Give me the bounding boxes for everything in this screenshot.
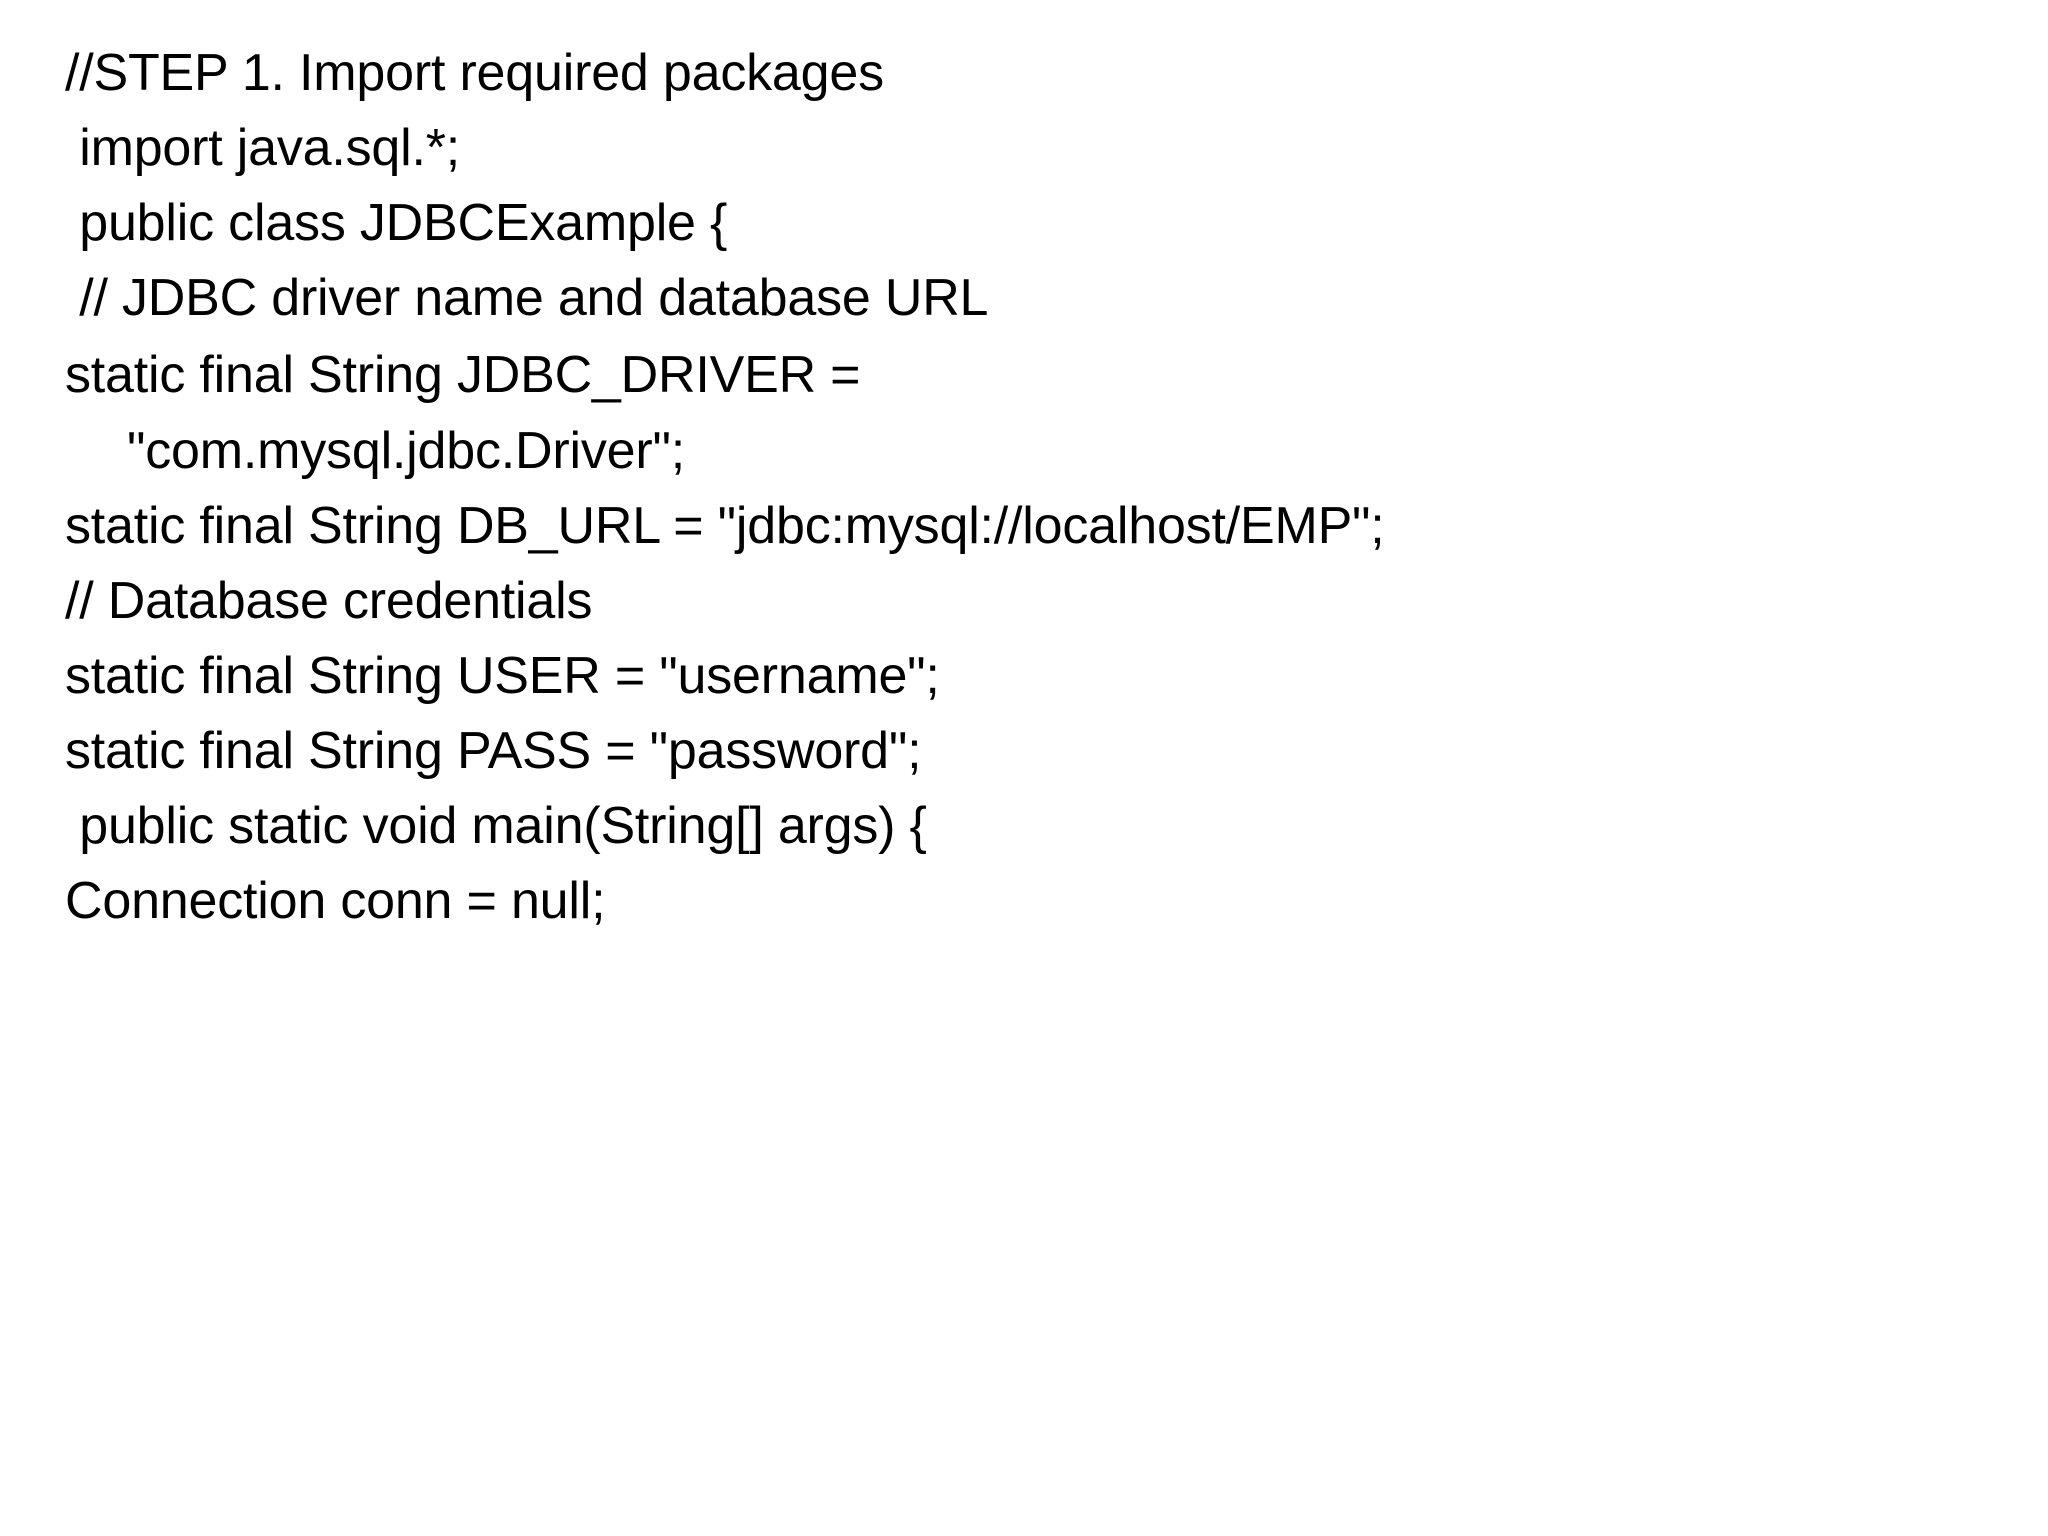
code-line-2: import java.sql.*;	[65, 119, 461, 177]
code-line-4: // JDBC driver name and database URL	[65, 269, 989, 327]
code-block: //STEP 1. Import required packages impor…	[65, 36, 2005, 939]
code-line-3: public class JDBCExample {	[65, 194, 728, 252]
code-line-7: static final String DB_URL = "jdbc:mysql…	[65, 497, 1385, 555]
code-line-11: public static void main(String[] args) {	[65, 797, 927, 855]
code-line-5: static final String JDBC_DRIVER =	[65, 346, 861, 404]
code-line-9: static final String USER = "username";	[65, 647, 940, 705]
code-line-10: static final String PASS = "password";	[65, 722, 922, 780]
code-line-1: //STEP 1. Import required packages	[65, 44, 884, 102]
code-line-6: "com.mysql.jdbc.Driver";	[127, 422, 685, 480]
code-line-8: // Database credentials	[65, 572, 593, 630]
code-line-12: Connection conn = null;	[65, 872, 606, 930]
